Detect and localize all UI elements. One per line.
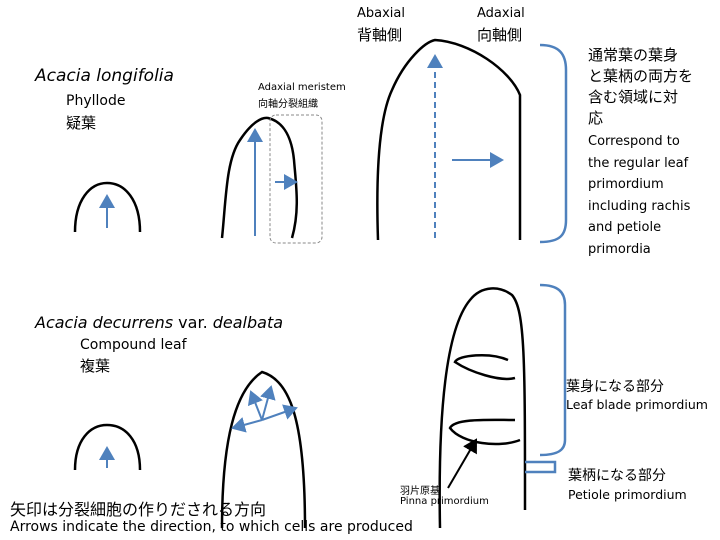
bracket-note-en: Correspond to the regular leaf primordiu… (588, 131, 690, 260)
pinna-upper (453, 354, 516, 381)
note-en-line: including rachis (588, 198, 691, 214)
adaxial-en: Adaxial (477, 6, 525, 21)
variety-abbrev: var. (173, 313, 213, 332)
pinna-ja: 羽片原基 (400, 486, 440, 497)
phyllode-label-ja: 疑葉 (66, 114, 97, 132)
note-ja-line: 通常葉の葉身 (588, 46, 679, 64)
caption-en: Arrows indicate the direction, to which … (10, 519, 413, 535)
note-ja-line: と葉柄の両方を (588, 67, 694, 85)
bracket-note-ja: 通常葉の葉身 と葉柄の両方を 含む領域に対 応 (588, 45, 693, 129)
adaxial-meristem-en: Adaxial meristem (258, 82, 346, 93)
brackets (525, 43, 568, 474)
adaxial-meristem-box (269, 114, 323, 244)
petiole-ja: 葉柄になる部分 (568, 468, 666, 484)
phyllode-primordium-mid (220, 116, 299, 239)
caption-ja: 矢印は分裂細胞の作りだされる方向 (10, 500, 267, 519)
compound-label-en: Compound leaf (80, 337, 187, 353)
compound-primordium-small (73, 423, 142, 471)
adaxial-ja: 向軸側 (477, 26, 523, 44)
growth-arrows (99, 54, 504, 468)
leaf-blade-ja: 葉身になる部分 (566, 379, 664, 395)
abaxial-en: Abaxial (357, 6, 405, 21)
compound-label-ja: 複葉 (80, 357, 111, 375)
phyllode-primordium-large (376, 38, 522, 241)
compound-primordium-mid (220, 370, 307, 529)
pinna-lower (448, 418, 521, 446)
pinna-pointer (447, 438, 478, 489)
note-en-line: the regular leaf (588, 155, 689, 171)
phyllode-primordium-small (73, 181, 142, 233)
compound-primordium-large (438, 287, 527, 529)
adaxial-meristem-ja: 向軸分裂組織 (258, 99, 318, 110)
note-ja-line: 応 (588, 109, 604, 127)
abaxial-ja: 背軸側 (357, 26, 403, 44)
petiole-en: Petiole primordium (568, 487, 687, 502)
note-en-line: primordia (588, 241, 651, 257)
leaf-blade-en: Leaf blade primordium (566, 397, 708, 412)
note-en-line: Correspond to (588, 134, 680, 149)
note-en-line: and petiole (588, 220, 662, 235)
species-name: Acacia decurrens (35, 313, 174, 332)
note-en-line: primordium (588, 177, 664, 192)
note-ja-line: 含む領域に対 (588, 88, 679, 106)
species-decurrens: Acacia decurrens var. dealbata (35, 313, 283, 332)
phyllode-label-en: Phyllode (66, 93, 126, 109)
variety-name: dealbata (212, 313, 284, 332)
species-longifolia: Acacia longifolia (35, 66, 174, 86)
pinna-en: Pinna primordium (400, 496, 489, 507)
